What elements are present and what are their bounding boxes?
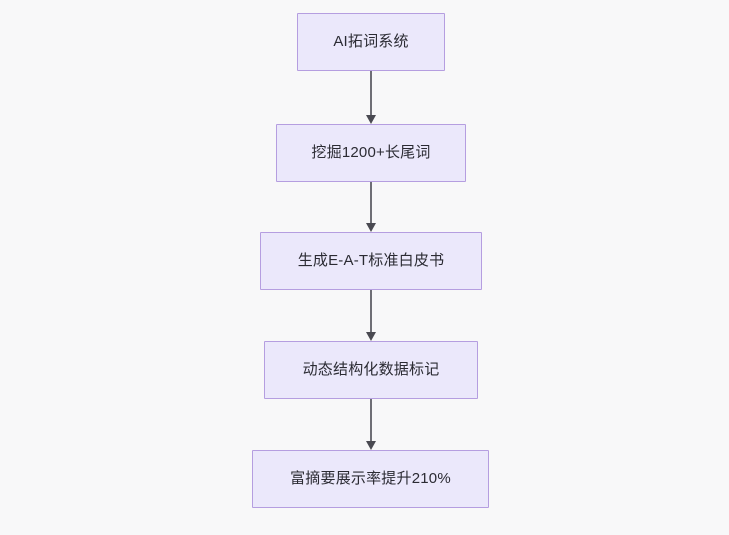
flow-node-label: 动态结构化数据标记 — [302, 361, 440, 379]
edge-connector — [361, 182, 381, 232]
edge-connector — [361, 71, 381, 124]
edge-line — [370, 71, 372, 115]
flow-node-label: 挖掘1200+长尾词 — [311, 144, 431, 162]
arrowhead-down-icon — [366, 115, 376, 124]
arrowhead-down-icon — [366, 223, 376, 232]
flow-node-mine-longtail-keywords[interactable]: 挖掘1200+长尾词 — [276, 124, 466, 182]
flow-node-rich-snippet-impression-lift[interactable]: 富摘要展示率提升210% — [252, 450, 489, 508]
flow-node-label: AI拓词系统 — [333, 33, 409, 51]
arrowhead-down-icon — [366, 332, 376, 341]
flow-node-label: 富摘要展示率提升210% — [290, 470, 451, 488]
flow-node-label: 生成E-A-T标准白皮书 — [297, 252, 445, 270]
arrowhead-down-icon — [366, 441, 376, 450]
edge-connector — [361, 399, 381, 450]
edge-line — [370, 290, 372, 332]
edge-line — [370, 182, 372, 223]
flow-node-ai-keyword-system[interactable]: AI拓词系统 — [297, 13, 445, 71]
flow-node-generate-eat-whitepaper[interactable]: 生成E-A-T标准白皮书 — [260, 232, 482, 290]
flow-node-dynamic-structured-data-markup[interactable]: 动态结构化数据标记 — [264, 341, 478, 399]
edge-line — [370, 399, 372, 441]
edge-connector — [361, 290, 381, 341]
